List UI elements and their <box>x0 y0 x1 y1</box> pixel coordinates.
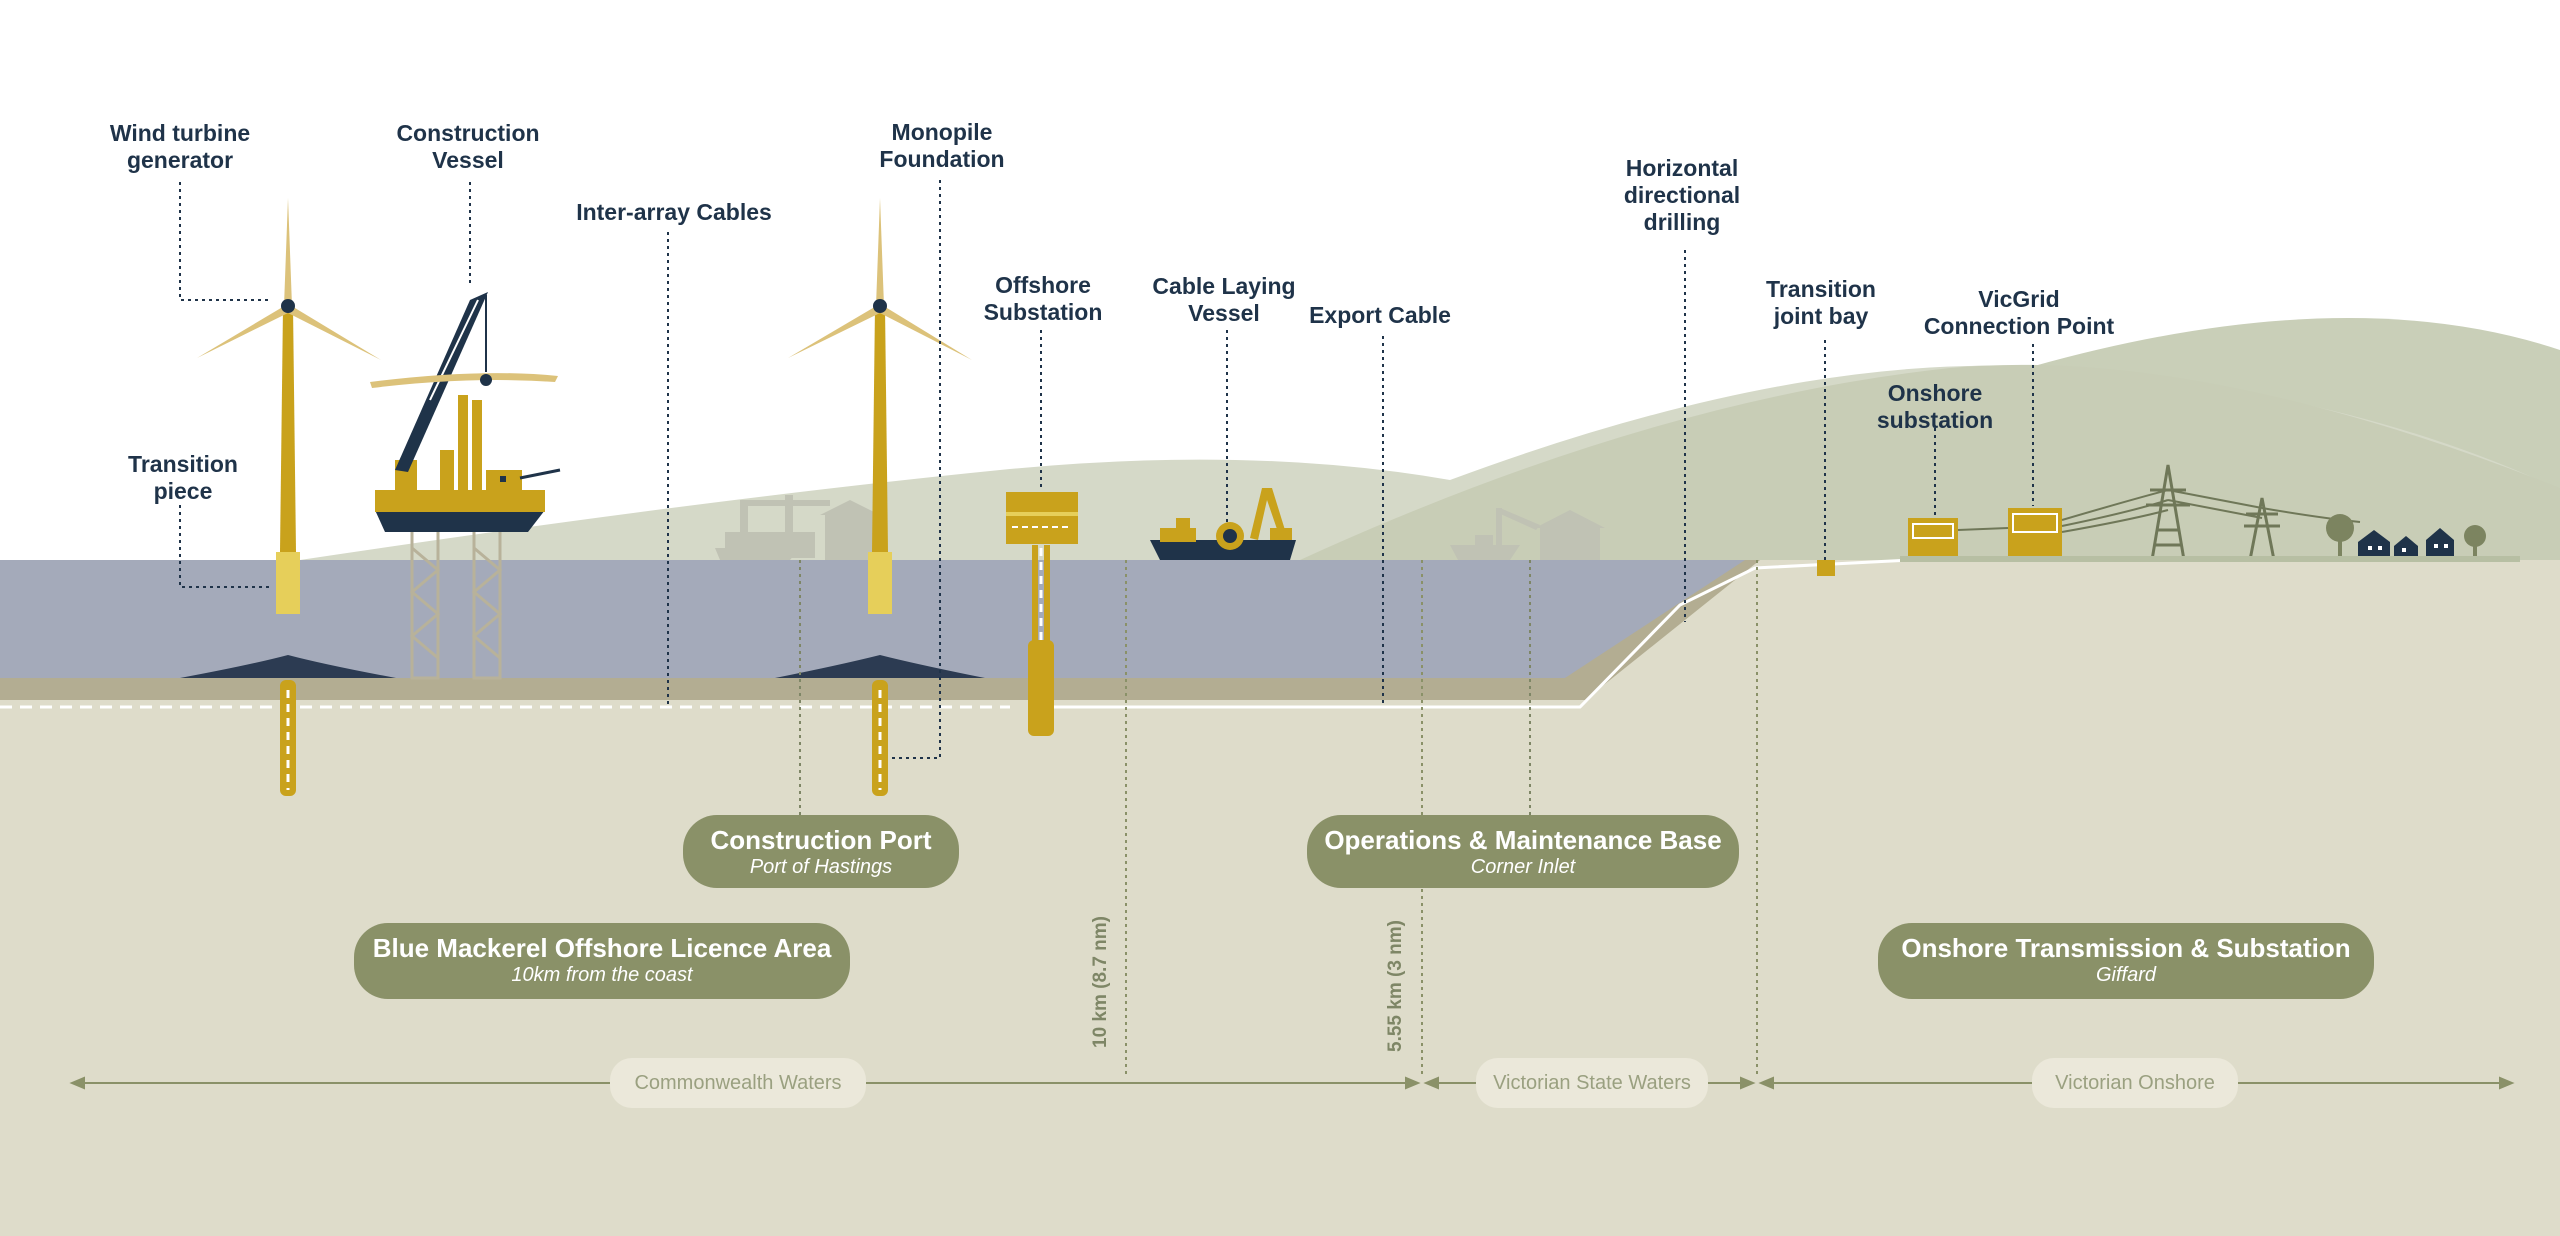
export-cable <box>1040 558 1911 709</box>
om-base-silhouette <box>1450 508 1605 560</box>
seabed-layer <box>0 560 1760 700</box>
leader-lines <box>179 180 2034 759</box>
distance-10km-label: 10 km (8.7 nm) <box>1090 916 1111 1048</box>
sea <box>0 560 1745 678</box>
construction-port-pill: Construction Port Port of Hastings <box>683 815 959 888</box>
transition-joint-bay-marker <box>1817 560 1835 576</box>
onshore-substation-building <box>1908 518 1958 560</box>
vicgrid-building <box>2008 508 2062 560</box>
zone-commonwealth-waters: Commonwealth Waters <box>610 1058 866 1108</box>
label-export-cable: Export Cable <box>1309 302 1451 328</box>
om-base-pill: Operations & Maintenance Base Corner Inl… <box>1307 815 1739 888</box>
zone-victorian-onshore: Victorian Onshore <box>2032 1058 2238 1108</box>
onshore-ground-strip <box>1900 556 2520 562</box>
label-inter-array-cables: Inter-array Cables <box>576 199 772 225</box>
trees-and-houses <box>2326 514 2486 558</box>
licence-area-pill: Blue Mackerel Offshore Licence Area 10km… <box>354 923 850 999</box>
construction-vessel <box>370 292 561 680</box>
scour-right <box>775 655 985 678</box>
scour-left <box>180 655 396 678</box>
wind-turbine-right <box>788 198 972 796</box>
port-leader-lines <box>799 560 1531 815</box>
distance-5-55km-label: 5.55 km (3 nm) <box>1385 920 1406 1052</box>
offshore-substation <box>1006 492 1078 736</box>
onshore-transmission-pill: Onshore Transmission & Substation Giffar… <box>1878 923 2374 999</box>
cable-laying-vessel <box>1150 488 1296 560</box>
zone-victorian-state-waters: Victorian State Waters <box>1476 1058 1708 1108</box>
pylon-large <box>2146 464 2190 561</box>
pylon-small <box>2244 497 2280 561</box>
construction-port-silhouette <box>715 495 880 560</box>
wind-turbine-left <box>197 198 381 796</box>
